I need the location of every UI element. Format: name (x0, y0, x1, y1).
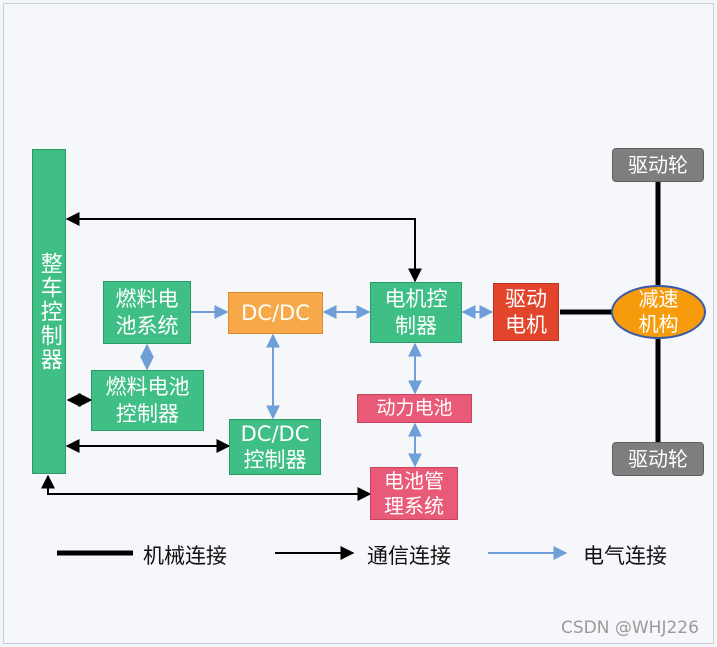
motor-controller: 电机控 制器 (370, 282, 462, 343)
drive-wheel-bottom: 驱动轮 (612, 442, 704, 476)
fuel-cell-controller: 燃料电池 控制器 (91, 370, 204, 431)
dcdc-controller: DC/DC 控制器 (229, 419, 321, 475)
legend-communication-label: 通信连接 (367, 544, 451, 568)
fuel-cell-system-label: 燃料电 池系统 (115, 287, 179, 338)
power-battery-label: 动力电池 (376, 396, 453, 419)
motor-controller-label: 电机控 制器 (384, 287, 448, 338)
legend-mechanical-label: 机械连接 (143, 544, 227, 568)
reducer-mechanism: 减速 机构 (611, 285, 706, 339)
drive-wheel-top-label: 驱动轮 (628, 152, 688, 177)
drive-wheel-bottom-label: 驱动轮 (628, 446, 688, 471)
dcdc-controller-label: DC/DC 控制器 (240, 421, 310, 472)
fuel-cell-system: 燃料电 池系统 (103, 281, 191, 344)
drive-wheel-top: 驱动轮 (612, 148, 704, 182)
watermark: CSDN @WHJ226 (561, 618, 699, 638)
battery-management-system-label: 电池管 理系统 (384, 468, 444, 518)
power-battery: 动力电池 (357, 394, 472, 423)
reducer-mechanism-label: 减速 机构 (638, 287, 679, 336)
legend-electrical-label: 电气连接 (583, 544, 667, 568)
dcdc-converter: DC/DC (228, 292, 323, 334)
fuel-cell-controller-label: 燃料电池 控制器 (105, 375, 190, 426)
battery-management-system: 电池管 理系统 (370, 467, 458, 520)
dcdc-converter-label: DC/DC (241, 300, 310, 325)
vehicle-control-unit-label: 整车控制器 (36, 251, 62, 372)
comm-vcu-bms (41, 474, 372, 501)
drive-motor: 驱动 电机 (493, 283, 559, 341)
vehicle-control-unit: 整车控制器 (32, 149, 66, 474)
comm-vcu-motor-controller (65, 212, 422, 283)
drive-motor-label: 驱动 电机 (505, 286, 547, 337)
